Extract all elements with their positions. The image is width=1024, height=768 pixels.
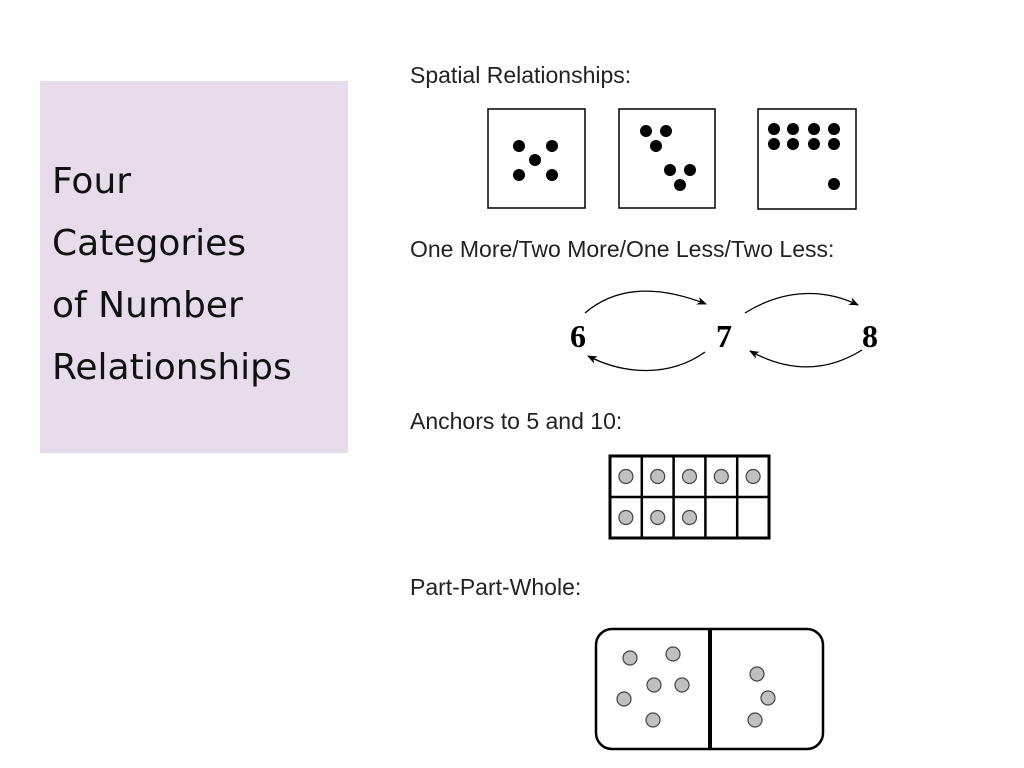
spatial-heading: Spatial Relationships: <box>410 62 632 88</box>
ten-frame-counter <box>681 509 698 526</box>
ten-frame-counter <box>713 468 729 485</box>
dot <box>546 140 558 152</box>
ten-frame-counter <box>618 468 634 485</box>
ten-frame-counter <box>618 509 634 526</box>
dot <box>808 123 820 135</box>
dot <box>828 178 840 190</box>
title-panel: Four Categories of Number Relationships <box>40 81 348 453</box>
counter <box>665 646 681 662</box>
dot <box>768 138 780 150</box>
dot <box>674 179 686 191</box>
dot-card-9 <box>757 108 857 210</box>
title-line-4: Relationships <box>52 347 292 388</box>
part-part-whole-heading: Part-Part-Whole: <box>410 574 582 600</box>
ten-frame <box>608 454 771 540</box>
title-line-2: Categories <box>52 223 247 264</box>
domino <box>594 627 825 751</box>
dot <box>529 154 541 166</box>
dot <box>546 169 558 181</box>
counter <box>622 650 638 666</box>
dot <box>787 123 799 135</box>
title-line-1: Four <box>52 161 132 202</box>
ten-frame-counter <box>681 468 698 485</box>
number-8: 8 <box>862 318 878 354</box>
one-more-heading: One More/Two More/One Less/Two Less: <box>410 236 835 262</box>
ten-frame-counter <box>745 468 761 485</box>
arrow-7-to-8 <box>744 292 859 314</box>
number-arrows <box>584 290 863 372</box>
counter <box>616 691 632 707</box>
dot-card-5 <box>487 108 586 209</box>
counter <box>749 666 765 682</box>
anchors-heading: Anchors to 5 and 10: <box>410 408 623 434</box>
dot <box>828 138 840 150</box>
dot <box>808 138 820 150</box>
dot <box>768 123 780 135</box>
dot <box>684 164 696 176</box>
dot <box>660 125 672 137</box>
dot <box>513 140 525 152</box>
ten-frame-counter <box>650 509 666 526</box>
dot <box>787 138 799 150</box>
counter <box>674 677 690 693</box>
domino-right-counters <box>747 666 776 728</box>
arrow-7-to-6 <box>587 351 706 372</box>
counter <box>645 712 661 728</box>
dot <box>828 123 840 135</box>
dot <box>650 140 662 152</box>
ten-frame-counter <box>650 468 666 485</box>
arrow-8-to-7 <box>749 349 863 368</box>
dot <box>640 125 652 137</box>
title-line-3: of Number <box>52 285 243 326</box>
number-6: 6 <box>570 318 586 354</box>
number-7: 7 <box>716 318 732 354</box>
counter <box>646 677 662 693</box>
domino-left-counters <box>616 646 690 728</box>
dot <box>513 169 525 181</box>
counter <box>760 690 776 706</box>
counter <box>747 712 763 728</box>
arrow-6-to-7 <box>584 290 707 314</box>
dot <box>664 164 676 176</box>
dot-card-6 <box>618 108 716 209</box>
